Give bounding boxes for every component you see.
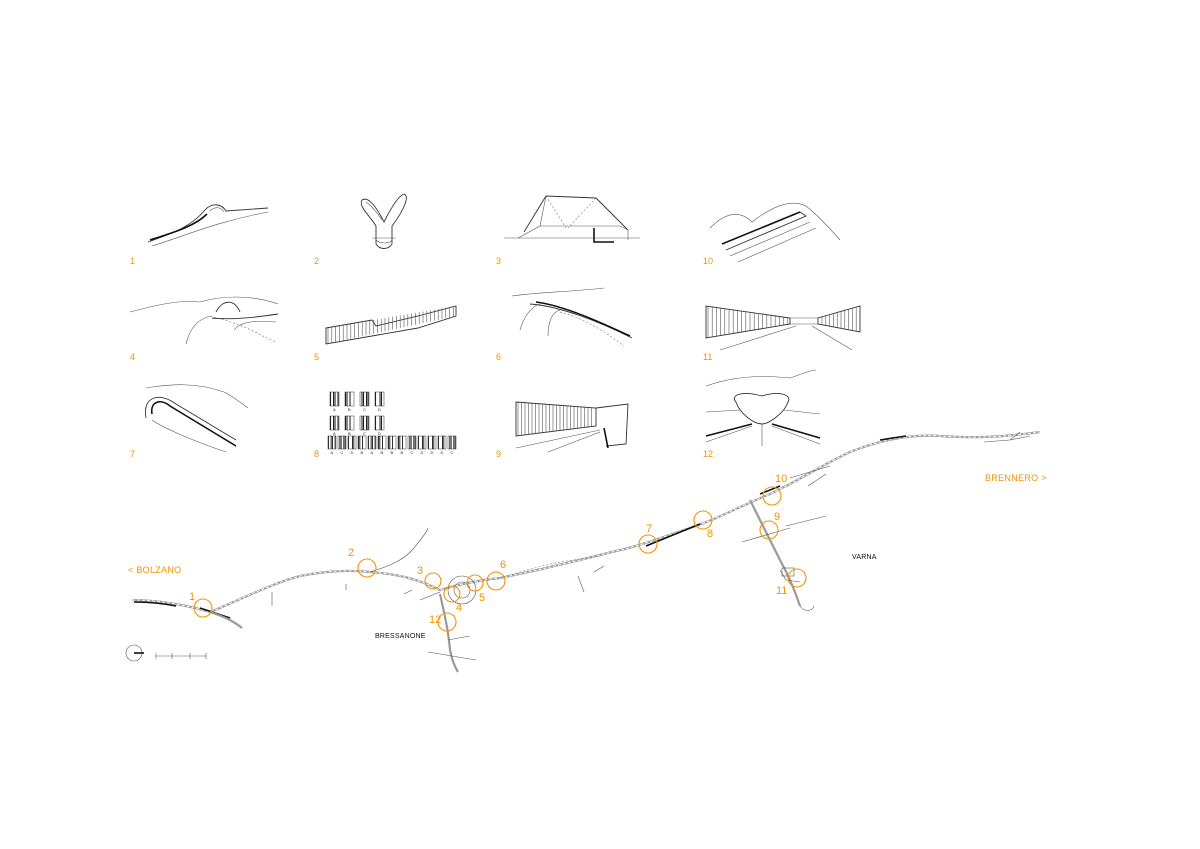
map-marker-label-8: 8 <box>707 528 714 540</box>
sketch-1-drawing <box>147 204 269 247</box>
sketch-label-2: 2 <box>314 256 320 266</box>
sketch-label-4: 4 <box>130 352 136 362</box>
sketch-11-drawing <box>705 305 861 351</box>
map-marker-ring-7 <box>638 534 658 554</box>
map-marker-ring-8 <box>693 510 713 530</box>
map-marker-ring-9 <box>759 520 779 540</box>
place-bressanone: BRESSANONE <box>375 633 426 640</box>
map-marker-ring-11 <box>787 568 807 588</box>
svg-text:D: D <box>431 450 434 455</box>
sketch-label-9: 9 <box>496 449 502 459</box>
map-marker-ring-6 <box>486 571 506 591</box>
map-marker-ring-12 <box>437 612 457 632</box>
map-marker-ring-2 <box>357 558 377 578</box>
map-marker-label-6: 6 <box>500 559 507 571</box>
sketch-3-drawing <box>504 195 640 243</box>
sketch-label-6: 6 <box>496 352 502 362</box>
svg-text:D: D <box>378 431 381 436</box>
sketch-4-drawing <box>129 296 279 345</box>
sketch-12-drawing <box>705 369 821 446</box>
svg-text:D: D <box>421 450 424 455</box>
sketch-10-drawing <box>709 202 841 263</box>
svg-text:C: C <box>341 450 344 455</box>
sketch-label-11: 11 <box>703 352 713 362</box>
map-marker-label-5: 5 <box>479 592 486 604</box>
map-marker-ring-3 <box>424 572 442 590</box>
sketch-label-3: 3 <box>496 256 502 266</box>
map-marker-ring-10 <box>762 486 782 506</box>
sketch-2-drawing <box>360 193 407 249</box>
svg-text:A: A <box>331 450 334 455</box>
sketch-label-8: 8 <box>314 449 320 459</box>
svg-text:B: B <box>391 450 394 455</box>
map-marker-label-10: 10 <box>775 473 788 485</box>
svg-text:B: B <box>401 450 404 455</box>
svg-text:D: D <box>378 407 381 412</box>
svg-text:C: C <box>363 407 366 412</box>
svg-text:B: B <box>381 450 384 455</box>
svg-text:A: A <box>371 450 374 455</box>
map-marker-ring-1 <box>193 598 213 618</box>
sketch-6-drawing <box>511 287 633 347</box>
map-marker-label-1: 1 <box>189 591 196 603</box>
map-marker-label-12: 12 <box>429 614 442 626</box>
svg-text:D: D <box>351 450 354 455</box>
place-brennero: BRENNERO > <box>985 473 1047 483</box>
north-arrow <box>125 644 144 662</box>
svg-text:C: C <box>363 431 366 436</box>
svg-text:D: D <box>441 450 444 455</box>
map-marker-label-4: 4 <box>456 602 463 614</box>
sketch-7-drawing <box>145 384 249 453</box>
svg-text:C: C <box>451 450 454 455</box>
map-marker-label-9: 9 <box>774 511 781 523</box>
map-marker-ring-4 <box>443 585 461 603</box>
sketch-label-5: 5 <box>314 352 320 362</box>
sketch-9-drawing <box>515 401 629 453</box>
sketch-label-1: 1 <box>130 256 136 266</box>
svg-text:B: B <box>348 407 351 412</box>
sketch-label-10: 10 <box>703 256 714 266</box>
route-map <box>131 430 1041 673</box>
sketch-label-12: 12 <box>703 449 714 459</box>
map-marker-label-7: 7 <box>646 523 653 535</box>
sketch-label-7: 7 <box>130 449 136 459</box>
map-marker-label-2: 2 <box>348 547 355 559</box>
svg-text:A: A <box>333 431 336 436</box>
svg-text:B: B <box>361 450 364 455</box>
svg-text:C: C <box>411 450 414 455</box>
place-bolzano: < BOLZANO <box>128 565 182 575</box>
place-varna: VARNA <box>852 554 877 561</box>
svg-text:B: B <box>348 431 351 436</box>
scale-bar <box>155 653 207 659</box>
sketch-5-drawing <box>325 305 457 345</box>
map-marker-label-11: 11 <box>776 585 788 597</box>
map-marker-ring-5 <box>466 574 484 592</box>
svg-text:A: A <box>333 407 336 412</box>
map-marker-label-3: 3 <box>417 565 424 577</box>
sketch-8-barcode-legend: A B C D A B C D A C D B A B B B C D D D C <box>327 391 457 455</box>
